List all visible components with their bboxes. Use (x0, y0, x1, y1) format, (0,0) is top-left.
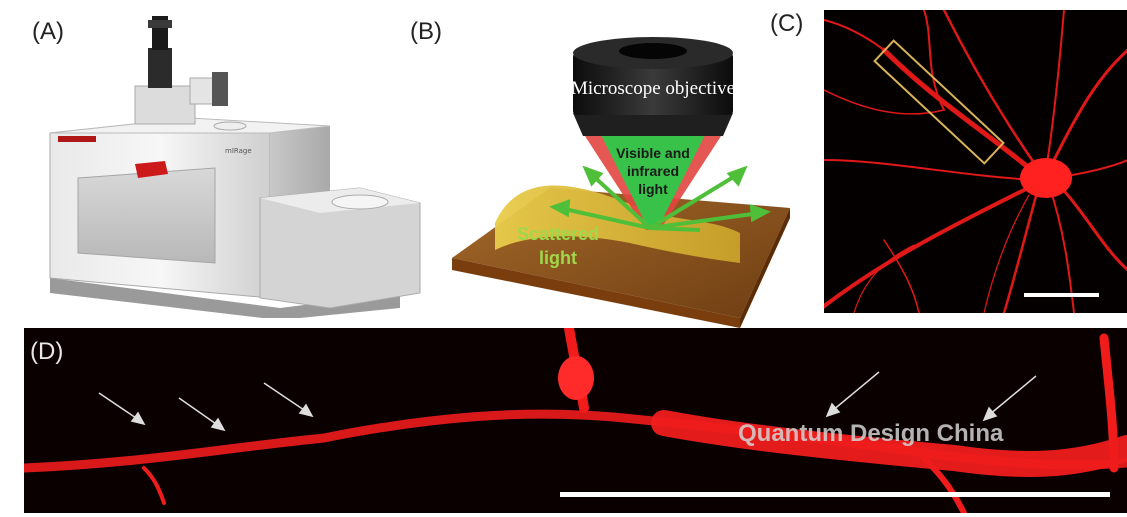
annotation-arrow (263, 382, 308, 413)
panel-label-c: (C) (770, 10, 804, 37)
annotation-arrow (988, 375, 1037, 416)
scale-bar (1024, 293, 1099, 297)
scatter-arrow (649, 211, 761, 230)
scatter-arrow (649, 226, 701, 232)
beam-label-line3: light (638, 181, 668, 197)
roi-box (873, 39, 1005, 165)
neuron-fluorescence-image (824, 10, 1127, 313)
scatter-arrow (588, 171, 652, 230)
scatter-arrow (559, 206, 651, 230)
watermark: Quantum Design China (738, 420, 1004, 447)
panel-label-b: (B) (410, 18, 442, 45)
instrument-illustration: mIRage (30, 8, 430, 318)
scatter-arrow (648, 171, 742, 230)
red-handle (135, 161, 168, 178)
annotation-arrow (831, 371, 880, 412)
objective-label: Microscope objective (571, 78, 735, 99)
annotation-arrow (98, 392, 140, 421)
beam-label-line2: infrared (627, 163, 679, 179)
panel-label-a: (A) (32, 18, 64, 45)
scale-bar (560, 492, 1110, 497)
dendrite-closeup-image: Quantum Design China (24, 328, 1127, 513)
scattered-label-line2: light (539, 248, 577, 268)
panel-label-d: (D) (30, 338, 64, 365)
model-label: mIRage (225, 147, 252, 155)
scattering-schematic: Microscope objective Visible and infrare… (440, 18, 800, 328)
beam-label-line1: Visible and (616, 145, 690, 161)
annotation-arrow (178, 397, 220, 427)
neuron-soma (1020, 158, 1072, 198)
scattered-label-line1: Scattered (517, 224, 599, 244)
